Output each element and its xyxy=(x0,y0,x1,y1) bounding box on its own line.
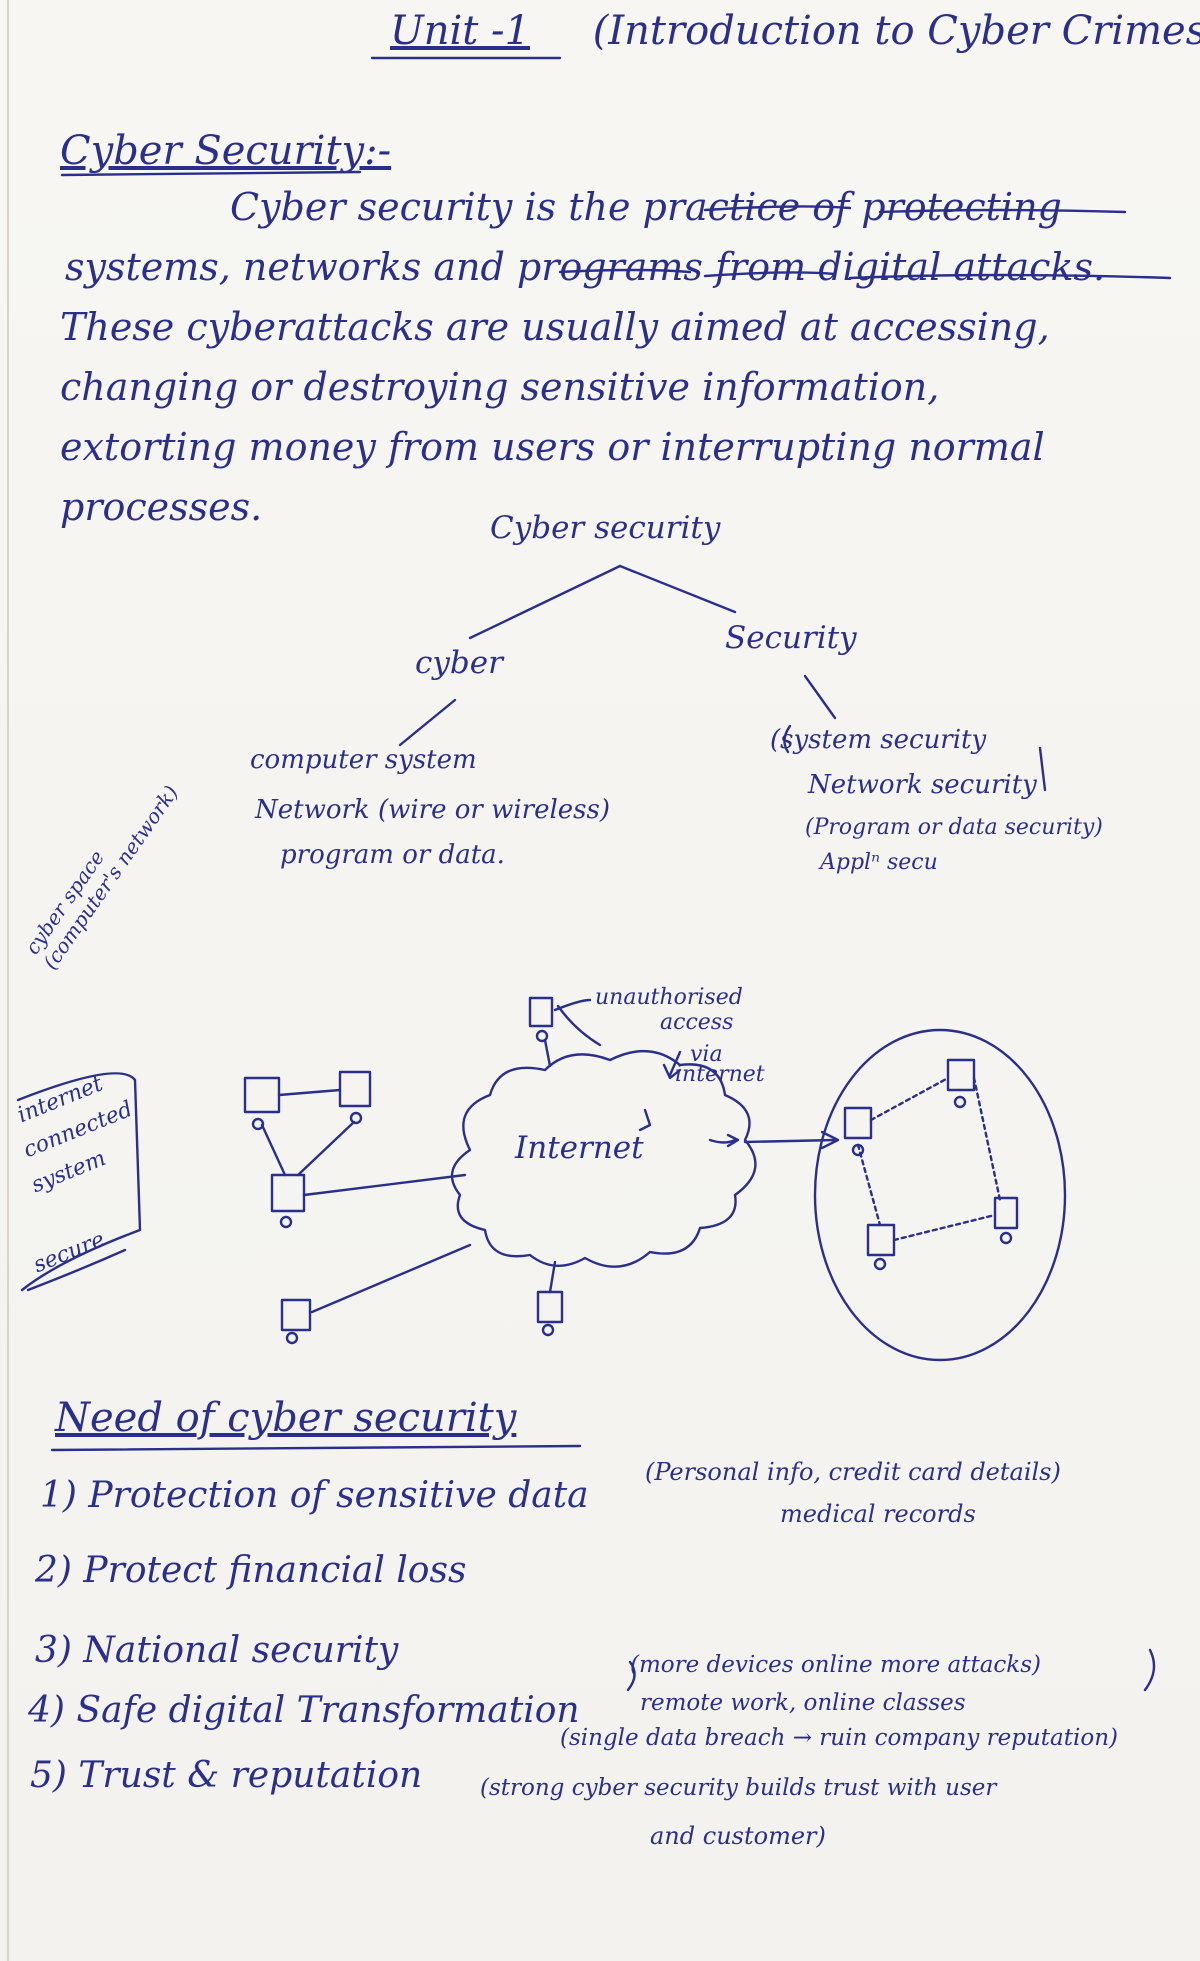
list-text: National security xyxy=(83,1630,399,1671)
list-item: 4) Safe digital Transformation xyxy=(28,1690,580,1731)
list-note: (strong cyber security builds trust with… xyxy=(480,1775,997,1801)
list-text: Protect financial loss xyxy=(83,1550,467,1591)
page-title: Unit -1 (Introduction to Cyber Crimes) xyxy=(390,8,1200,54)
list-note: (Personal info, credit card details) xyxy=(645,1458,1061,1486)
margin-bracket xyxy=(16,1072,142,1292)
list-item: 2) Protect financial loss xyxy=(35,1550,466,1591)
list-note: remote work, online classes xyxy=(640,1690,966,1716)
internet-cloud-label: Internet xyxy=(515,1130,644,1166)
paragraph-line: These cyberattacks are usually aimed at … xyxy=(60,305,1050,349)
bracket-right xyxy=(1038,746,1047,792)
list-number: 1) xyxy=(40,1475,77,1516)
tree-branch-left xyxy=(468,564,622,640)
secure-node-icon xyxy=(843,1106,873,1140)
paragraph-line: processes. xyxy=(60,485,263,529)
paragraph-line: Cyber security is the practice of protec… xyxy=(230,185,1062,229)
bottom-node-icon xyxy=(280,1298,312,1332)
list-note: (more devices online more attacks) xyxy=(630,1652,1042,1678)
tree-root: Cyber security xyxy=(490,510,721,546)
tree-left-item: program or data. xyxy=(280,840,505,870)
tree-right-item: (Program or data security) xyxy=(805,815,1103,840)
list-note: (single data breach → ruin company reput… xyxy=(560,1725,1118,1751)
list-number: 2) xyxy=(35,1550,72,1591)
list-number: 3) xyxy=(35,1630,72,1671)
list-number: 5) xyxy=(30,1755,67,1796)
list-item: 3) National security xyxy=(35,1630,398,1671)
tree-right-item: Network security xyxy=(808,770,1037,800)
paragraph-line: systems, networks and programs from digi… xyxy=(65,245,1106,289)
tree-left-item: Network (wire or wireless) xyxy=(255,795,610,825)
secure-node-icon xyxy=(946,1058,976,1092)
section-heading-cyber-security: Cyber Security:- xyxy=(60,128,392,174)
list-text: Safe digital Transformation xyxy=(76,1690,580,1731)
list-text: Protection of sensitive data xyxy=(88,1475,589,1516)
annotation-line: access xyxy=(660,1010,734,1035)
unit-subtitle: (Introduction to Cyber Crimes) xyxy=(592,8,1200,54)
secure-network-enclosure xyxy=(813,1028,1067,1362)
tree-branch-left-down xyxy=(398,698,457,747)
tree-right-item: (system security xyxy=(770,725,987,755)
attacker-node-icon xyxy=(528,996,554,1028)
tree-branch-right xyxy=(618,564,737,614)
section-heading-need: Need of cyber security xyxy=(55,1395,517,1441)
list-text: Trust & reputation xyxy=(78,1755,423,1796)
paragraph-line: extorting money from users or interrupti… xyxy=(60,425,1045,469)
annotation-line: internet xyxy=(675,1062,765,1087)
annotation-line: unauthorised xyxy=(595,985,743,1010)
list-item: 1) Protection of sensitive data xyxy=(40,1475,589,1516)
unit-label: Unit -1 xyxy=(390,8,531,54)
tree-right-item: Applⁿ secu xyxy=(820,850,938,875)
tree-branch-right-down xyxy=(803,674,837,720)
list-number: 4) xyxy=(28,1690,65,1731)
left-node-icon xyxy=(270,1173,306,1213)
bracket-left xyxy=(783,724,792,754)
internet-cloud-icon xyxy=(450,1049,757,1268)
tree-right-label: Security xyxy=(725,620,857,656)
list-item: 5) Trust & reputation xyxy=(30,1755,422,1796)
annotation-line: via xyxy=(690,1042,723,1067)
tree-left-label: cyber xyxy=(415,645,503,681)
tree-left-item: computer system xyxy=(250,745,477,775)
list-note: and customer) xyxy=(650,1822,826,1850)
paragraph-line: changing or destroying sensitive informa… xyxy=(60,365,940,409)
list-note: medical records xyxy=(780,1500,976,1528)
secure-node-icon xyxy=(993,1196,1019,1230)
